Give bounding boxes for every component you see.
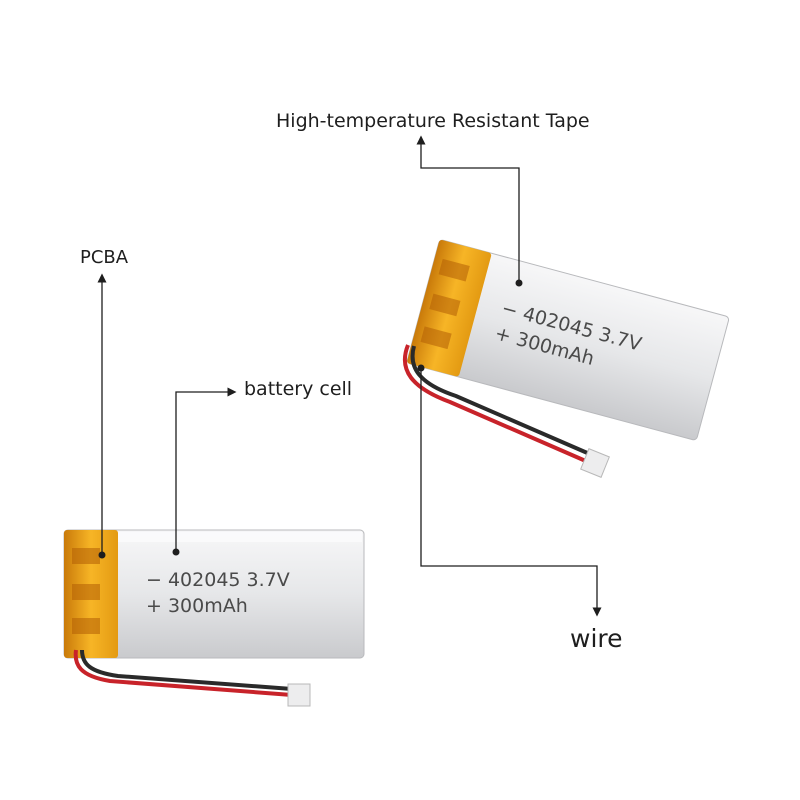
battery-left-line1: − 402045 3.7V (146, 569, 290, 591)
leader-tape (416, 135, 520, 283)
leader-battery-cell (175, 387, 237, 552)
callout-battery-cell: battery cell (244, 378, 353, 400)
leader-lines (97, 135, 602, 617)
callout-high-temp-tape: High-temperature Resistant Tape (276, 110, 590, 132)
leader-tape-dot (515, 279, 523, 287)
battery-left: − 402045 3.7V + 300mAh (63, 529, 365, 707)
leader-wire-dot (417, 364, 425, 372)
battery-left-connector (287, 683, 311, 707)
battery-right-wire-black (410, 345, 593, 457)
leader-battery-cell-dot (172, 548, 180, 556)
callout-pcba: PCBA (80, 247, 129, 268)
battery-right-connector (580, 448, 610, 478)
battery-right-pcba (420, 258, 470, 350)
battery-left-edge-highlight (66, 532, 362, 542)
battery-right-wire-red (402, 344, 589, 464)
battery-left-wire-red (73, 649, 293, 697)
leader-pcba-dot (98, 551, 106, 559)
battery-right: − 402045 3.7V + 300mAh (406, 239, 730, 441)
battery-left-wire-black (80, 649, 293, 691)
battery-left-line2: + 300mAh (146, 595, 248, 617)
battery-left-pcba (72, 548, 100, 634)
callout-wire: wire (570, 624, 623, 653)
leader-wire (420, 368, 602, 617)
